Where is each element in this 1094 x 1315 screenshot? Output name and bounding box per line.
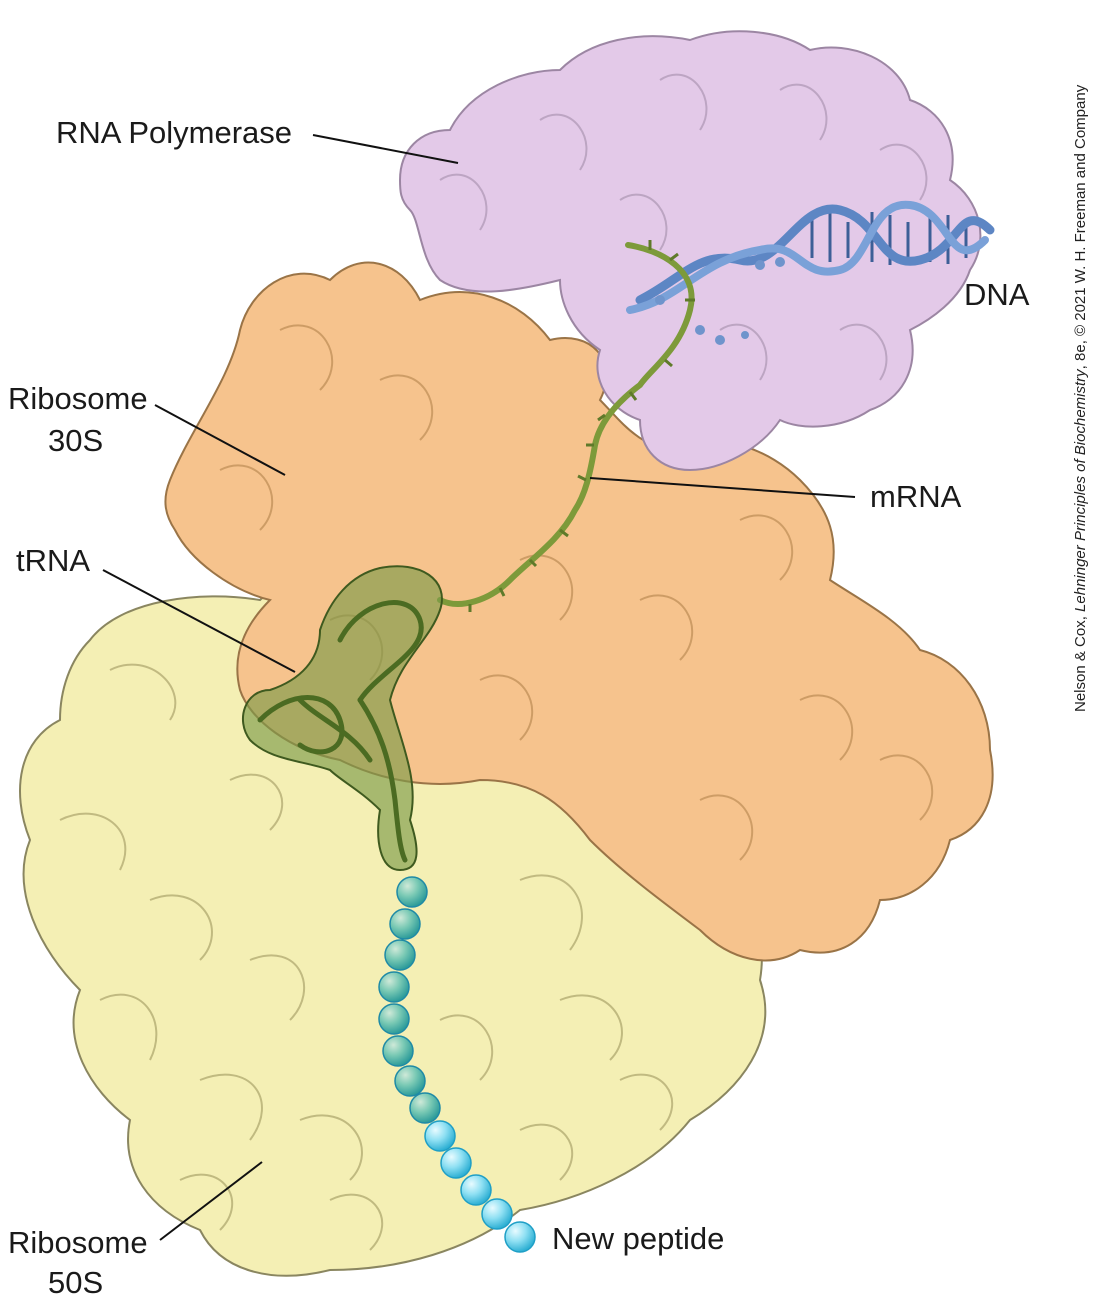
label-ribosome-30s-line2: 30S — [48, 423, 104, 458]
copyright-credit: Nelson & Cox, Lehninger Principles of Bi… — [1072, 85, 1089, 712]
credit-rest: , 8e, © 2021 W. H. Freeman and Company — [1072, 84, 1089, 370]
label-ribosome-50s-line2: 50S — [48, 1265, 104, 1300]
label-ribosome-50s-line1: Ribosome — [8, 1225, 148, 1260]
leader-lines — [102, 134, 856, 1241]
label-rna-polymerase: RNA Polymerase — [56, 115, 293, 150]
label-mrna: mRNA — [870, 479, 962, 514]
credit-book: Lehninger Principles of Biochemistry — [1072, 369, 1089, 612]
rna-polymerase — [398, 30, 982, 472]
label-dna: DNA — [964, 277, 1030, 312]
mrna-strand — [437, 240, 695, 612]
leader-ribosome-30s — [154, 404, 286, 476]
dna-helix — [626, 200, 995, 345]
label-trna: tRNA — [16, 543, 91, 578]
leader-trna — [102, 569, 296, 673]
trna — [241, 565, 443, 872]
label-new-peptide: New peptide — [552, 1221, 725, 1256]
credit-authors: Nelson & Cox, — [1072, 611, 1089, 712]
leader-ribosome-50s — [159, 1161, 263, 1241]
leader-rna-polymerase — [312, 134, 459, 164]
new-peptide-chain — [378, 876, 536, 1253]
leader-mrna — [589, 477, 856, 498]
label-ribosome-30s-line1: Ribosome — [8, 381, 148, 416]
